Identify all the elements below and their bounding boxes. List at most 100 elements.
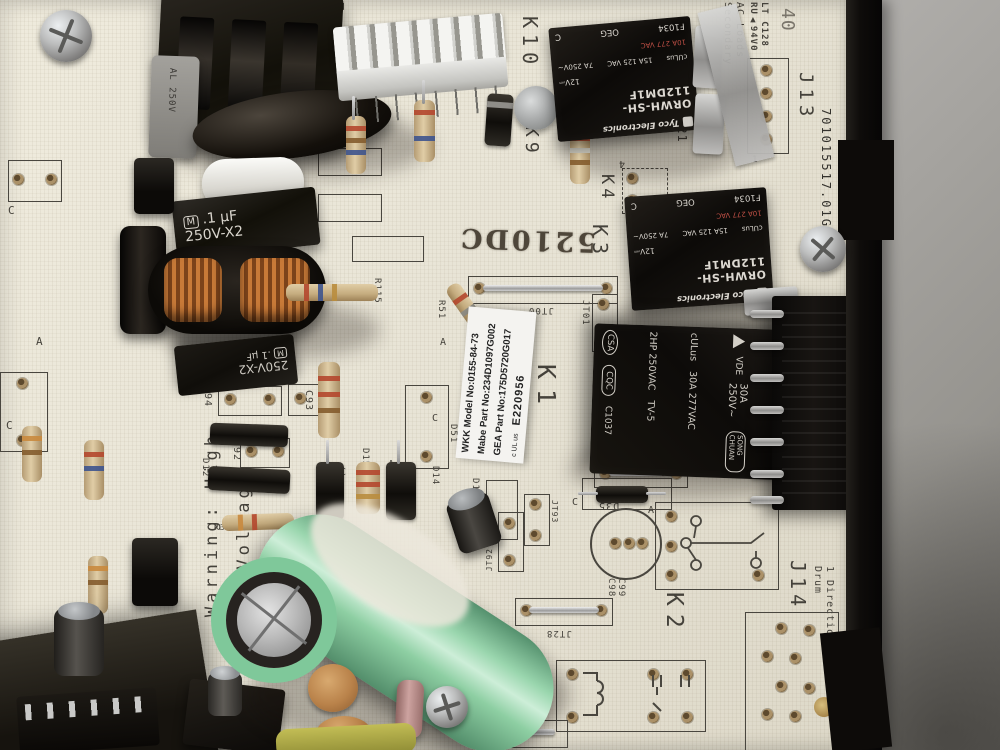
coil-schematic-symbol [583,672,690,716]
relay-k10: Tyco Electronics ORWH-SH-112DM1F 12V⎓ cU… [548,16,700,142]
component-lead [422,80,425,104]
silkscreen-c-label: C [572,497,580,508]
resistor-band [570,160,590,165]
connector-pin [750,470,784,478]
tyco-logo [682,116,694,128]
diode-d35 [578,486,666,503]
resistor-band [318,376,340,381]
solder-pad [295,393,306,404]
board-edge-tab [838,140,894,240]
component-lead [578,492,598,495]
silkscreen-k3-label: K3 [588,224,612,261]
solder-pad [17,378,28,389]
resistor-band [22,450,42,455]
relay-brand: Tyco Electronics [676,288,754,304]
connector-pin [750,496,784,504]
jumper-jt93 [524,494,550,546]
relay-ul-mark: cULus [741,223,763,233]
resistor-band [356,482,380,487]
solder-pad [610,538,621,549]
solder-pad [46,174,57,185]
plastic-standoff [132,538,178,606]
relay-rating-4: TV-5 [644,400,657,422]
silkscreen-d12-label: D12 [200,458,210,478]
solder-pad [682,712,693,723]
resistor [318,362,340,438]
solder-pad [666,511,677,522]
csa-mark: CSA [601,329,619,356]
silkscreen-a-label: A [648,505,656,516]
resistor-band [356,494,380,499]
resistor-band [237,514,244,531]
solder-pad [804,625,815,636]
relay-schematic-symbol [680,515,765,571]
solder-pad [753,570,764,581]
silkscreen-warning-label: Warning: High [202,432,222,618]
resistor-band [304,284,309,301]
silkscreen-c-label: C [6,419,14,432]
solder-pad [624,538,635,549]
relay-k2-footprint [655,502,779,590]
green-capacitor-top [226,572,322,668]
resistor-band [84,466,104,471]
solder-pad [648,669,659,680]
solder-pad [666,541,677,552]
resistor [88,556,108,614]
resistor-band [84,452,104,457]
part-number-sticker: WKK Model No:0155-84-73 Mabe Part No:234… [455,306,537,464]
relay-rating-3: 7A 250V~ [632,229,669,241]
board-edge-trim [846,0,882,750]
solder-pad [567,669,578,680]
capacitor-top [58,602,100,620]
solder-pad [776,623,787,634]
resistor-band [332,284,337,301]
sticker-code: E220956 [510,374,527,426]
relay-rating-2: 10A 277 VAC [716,208,762,220]
resistor [346,116,366,174]
wire-jumper [529,607,599,613]
wire-jumper [483,285,603,291]
screw [40,10,92,62]
date-stamp: 5210DC [457,221,597,258]
resistor-band [414,136,435,141]
solder-pad [530,499,541,510]
silkscreen-jt93-label: JT93 [550,500,559,524]
relay-rating-1: 15A 125 VAC [606,55,653,68]
silkscreen-c98-label: C98 [606,578,616,598]
relay-model: ORWH-SH-112DM1F [621,83,692,116]
silkscreen-c-label: C [8,204,16,217]
relay-coil: 12V⎓ [633,246,656,257]
solder-pad [273,446,284,457]
solder-pad [762,651,773,662]
solder-pad [682,669,693,680]
resistor-band [414,110,435,115]
resistor-band [570,148,590,153]
diode [484,93,514,147]
cqc-mark: CQC [601,364,617,397]
solder-pad [637,538,648,549]
resistor-band [356,470,380,475]
silkscreen-k1-label: K1 [532,364,561,415]
connector-j14-footprint [745,612,839,750]
connector-pin [750,374,784,382]
silkscreen-c99-label: C99 [616,578,626,598]
silkscreen-jt28-label: JT28 [546,628,572,638]
solder-pad [790,711,801,722]
diode [207,465,291,495]
capacitor-top [210,666,240,680]
jumper-jt00 [468,276,618,304]
resistor [84,440,104,500]
resistor-band [22,436,42,441]
solder-pad [761,65,772,76]
aluminum-capacitor [54,602,104,676]
plastic-standoff [134,158,174,214]
solder-boss [514,86,558,130]
silkscreen-j13-label: J13 [795,72,817,122]
relay-ul-mark: cULus [687,332,700,362]
relay-mfr: OEG [599,26,620,38]
silkscreen-a-label: A [36,335,44,348]
solder-pad [666,570,677,581]
relay-cert: F1034 [657,20,686,33]
resistor-band [88,580,108,585]
resistor-band [88,566,108,571]
